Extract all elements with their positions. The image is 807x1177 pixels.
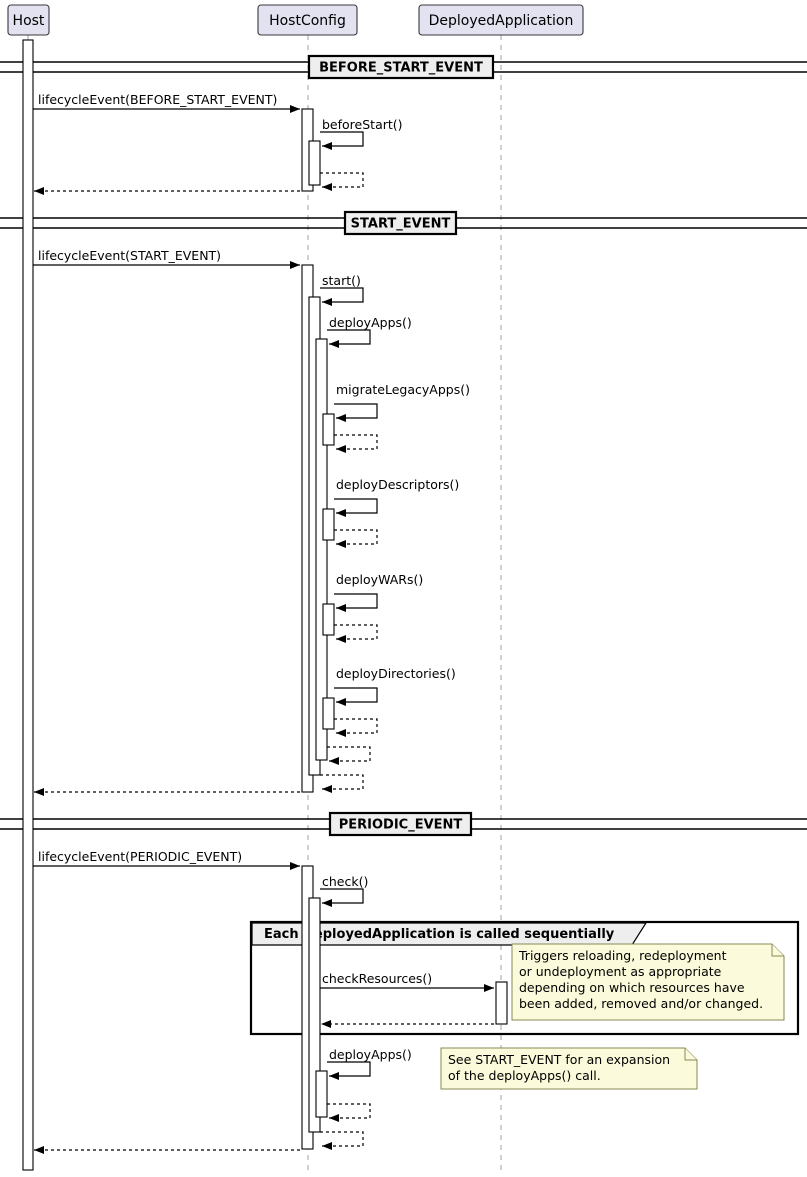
groups-layer: Each DeployedApplication is called seque… xyxy=(249,920,800,1036)
divider-label-1: START_EVENT xyxy=(351,217,451,232)
activations-layer xyxy=(22,39,508,1171)
note-deployapps-line-1: of the deployApps() call. xyxy=(448,1068,601,1083)
message-m3 xyxy=(320,172,364,191)
message-label-m21: checkResources() xyxy=(322,971,432,986)
dividers-layer: BEFORE_START_EVENT START_EVENT PERIODIC_EV… xyxy=(0,54,807,837)
note-checkresources-line-3: been added, removed and/or changed. xyxy=(519,996,763,1011)
message-label-m6: start() xyxy=(322,273,361,288)
message-m16 xyxy=(327,746,371,765)
note-deployapps-body xyxy=(440,1047,698,1090)
message-label-m5: lifecycleEvent(START_EVENT) xyxy=(38,248,221,263)
message-label-m8: migrateLegacyApps() xyxy=(336,382,470,397)
message-m13 xyxy=(334,624,378,643)
group-each-deployedapp-label: Each DeployedApplication is called seque… xyxy=(264,927,615,942)
message-label-m7: deployApps() xyxy=(329,315,412,330)
message-m10 xyxy=(334,498,378,517)
message-m24 xyxy=(327,1103,371,1122)
message-m8 xyxy=(334,403,378,422)
message-m23 xyxy=(327,1061,371,1080)
participant-box-deployedapp[interactable] xyxy=(418,4,584,36)
message-m14 xyxy=(334,687,378,706)
message-label-m12: deployWARs() xyxy=(336,572,423,587)
note-deployapps-fold xyxy=(684,1048,697,1061)
participant-label-host: Host xyxy=(13,13,45,29)
activation-hc-deployapps xyxy=(315,338,328,761)
note-checkresources-line-1: or undeployment as appropriate xyxy=(519,964,722,979)
message-label-m2: beforeStart() xyxy=(322,117,403,132)
participant-box-hostconfig[interactable] xyxy=(257,4,358,36)
message-label-m20: check() xyxy=(322,874,368,889)
message-m20 xyxy=(320,888,364,907)
note-checkresources-line-2: depending on which resources have xyxy=(519,980,745,995)
participants-layer: Host HostConfig DeployedApplication xyxy=(7,4,584,36)
message-m17 xyxy=(320,774,364,793)
message-m11 xyxy=(334,529,378,548)
message-m6 xyxy=(320,287,364,306)
activation-hc-deployapps2 xyxy=(315,1070,328,1118)
activation-hc-beforestart xyxy=(308,140,321,186)
divider-box-2 xyxy=(328,811,473,837)
message-m25 xyxy=(320,1131,364,1150)
message-label-m10: deployDescriptors() xyxy=(336,477,459,492)
activation-hc-descriptors xyxy=(322,508,335,541)
divider-box-1 xyxy=(343,210,458,236)
message-label-m23: deployApps() xyxy=(329,1047,412,1062)
message-label-m1: lifecycleEvent(BEFORE_START_EVENT) xyxy=(38,92,277,107)
note-checkresources-fold xyxy=(771,944,784,957)
activation-hc-check xyxy=(308,897,321,1133)
message-m9 xyxy=(334,434,378,453)
activation-hc-directories xyxy=(322,697,335,730)
activation-da-checkresources xyxy=(495,981,508,1025)
message-label-m14: deployDirectories() xyxy=(336,666,456,681)
message-m7 xyxy=(327,329,371,348)
message-label-m19: lifecycleEvent(PERIODIC_EVENT) xyxy=(38,849,242,864)
activation-hc-wars xyxy=(322,603,335,636)
message-m15 xyxy=(334,718,378,737)
participant-label-hostconfig: HostConfig xyxy=(269,13,346,29)
divider-box-0 xyxy=(307,54,495,80)
divider-label-0: BEFORE_START_EVENT xyxy=(319,61,483,76)
activation-host-a xyxy=(22,39,34,1171)
messages-layer: lifecycleEvent(BEFORE_START_EVENT)before… xyxy=(33,92,494,1154)
message-m2 xyxy=(320,131,364,150)
participant-label-deployedapp: DeployedApplication xyxy=(429,13,574,29)
divider-label-2: PERIODIC_EVENT xyxy=(339,818,463,833)
lifelines-layer xyxy=(27,35,502,1172)
note-checkresources-body xyxy=(511,943,785,1021)
note-checkresources-line-0: Triggers reloading, redeployment xyxy=(518,948,727,963)
participant-box-host[interactable] xyxy=(7,4,50,36)
message-m12 xyxy=(334,593,378,612)
group-each-deployedapp-frame xyxy=(249,920,800,1036)
activation-hc-migrate xyxy=(322,413,335,446)
note-deployapps-line-0: See START_EVENT for an expansion xyxy=(448,1052,670,1067)
